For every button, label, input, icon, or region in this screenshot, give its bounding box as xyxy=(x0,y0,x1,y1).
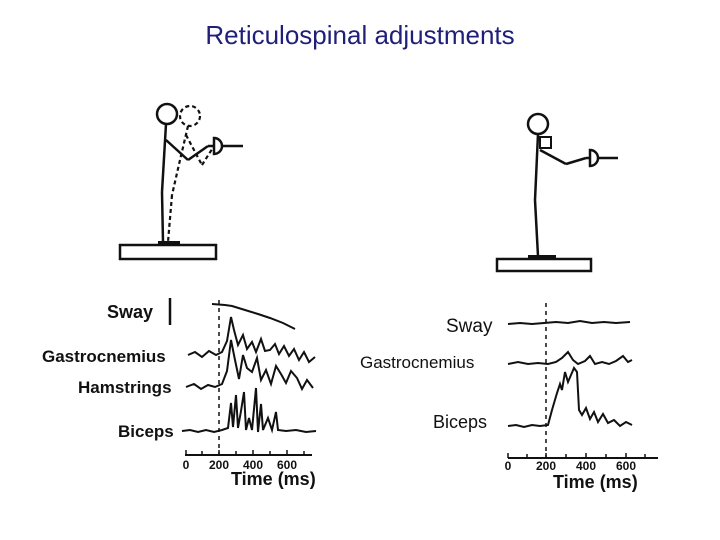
left-biceps-trace xyxy=(181,387,317,434)
right-sway-trace xyxy=(507,319,631,326)
left-trace-label-sway: Sway xyxy=(107,302,153,322)
right-tick-200: 200 xyxy=(536,459,556,473)
left-time-axis-title: Time (ms) xyxy=(231,469,316,489)
left-tick-400: 400 xyxy=(243,458,263,472)
right-time-axis-title: Time (ms) xyxy=(553,472,638,492)
left-tick-600: 600 xyxy=(277,458,297,472)
right-trace-panel: Sway Gastrocnemius Biceps 0 200 400 600 … xyxy=(360,303,658,492)
right-trace-label-biceps: Biceps xyxy=(433,412,487,432)
right-tick-600: 600 xyxy=(616,459,636,473)
left-trace-label-gastrocnemius: Gastrocnemius xyxy=(42,347,166,366)
left-trace-label-hamstrings: Hamstrings xyxy=(78,378,172,397)
left-tick-0: 0 xyxy=(183,458,190,472)
right-gastrocnemius-trace xyxy=(507,350,633,366)
left-hamstrings-trace xyxy=(185,339,314,392)
left-stick-figure xyxy=(118,102,243,261)
right-biceps-trace xyxy=(507,366,633,429)
left-sway-trace xyxy=(211,303,296,330)
right-tick-400: 400 xyxy=(576,459,596,473)
right-trace-label-gastrocnemius: Gastrocnemius xyxy=(360,353,474,372)
left-trace-label-biceps: Biceps xyxy=(118,422,174,441)
right-stick-figure xyxy=(495,112,618,273)
slide-title: Reticulospinal adjustments xyxy=(205,20,515,50)
left-gastrocnemius-trace xyxy=(187,316,316,364)
right-tick-0: 0 xyxy=(505,459,512,473)
left-trace-panel: Sway Gastrocnemius Hamstrings Biceps 0 2… xyxy=(42,298,317,489)
right-trace-label-sway: Sway xyxy=(446,316,493,337)
left-tick-200: 200 xyxy=(209,458,229,472)
